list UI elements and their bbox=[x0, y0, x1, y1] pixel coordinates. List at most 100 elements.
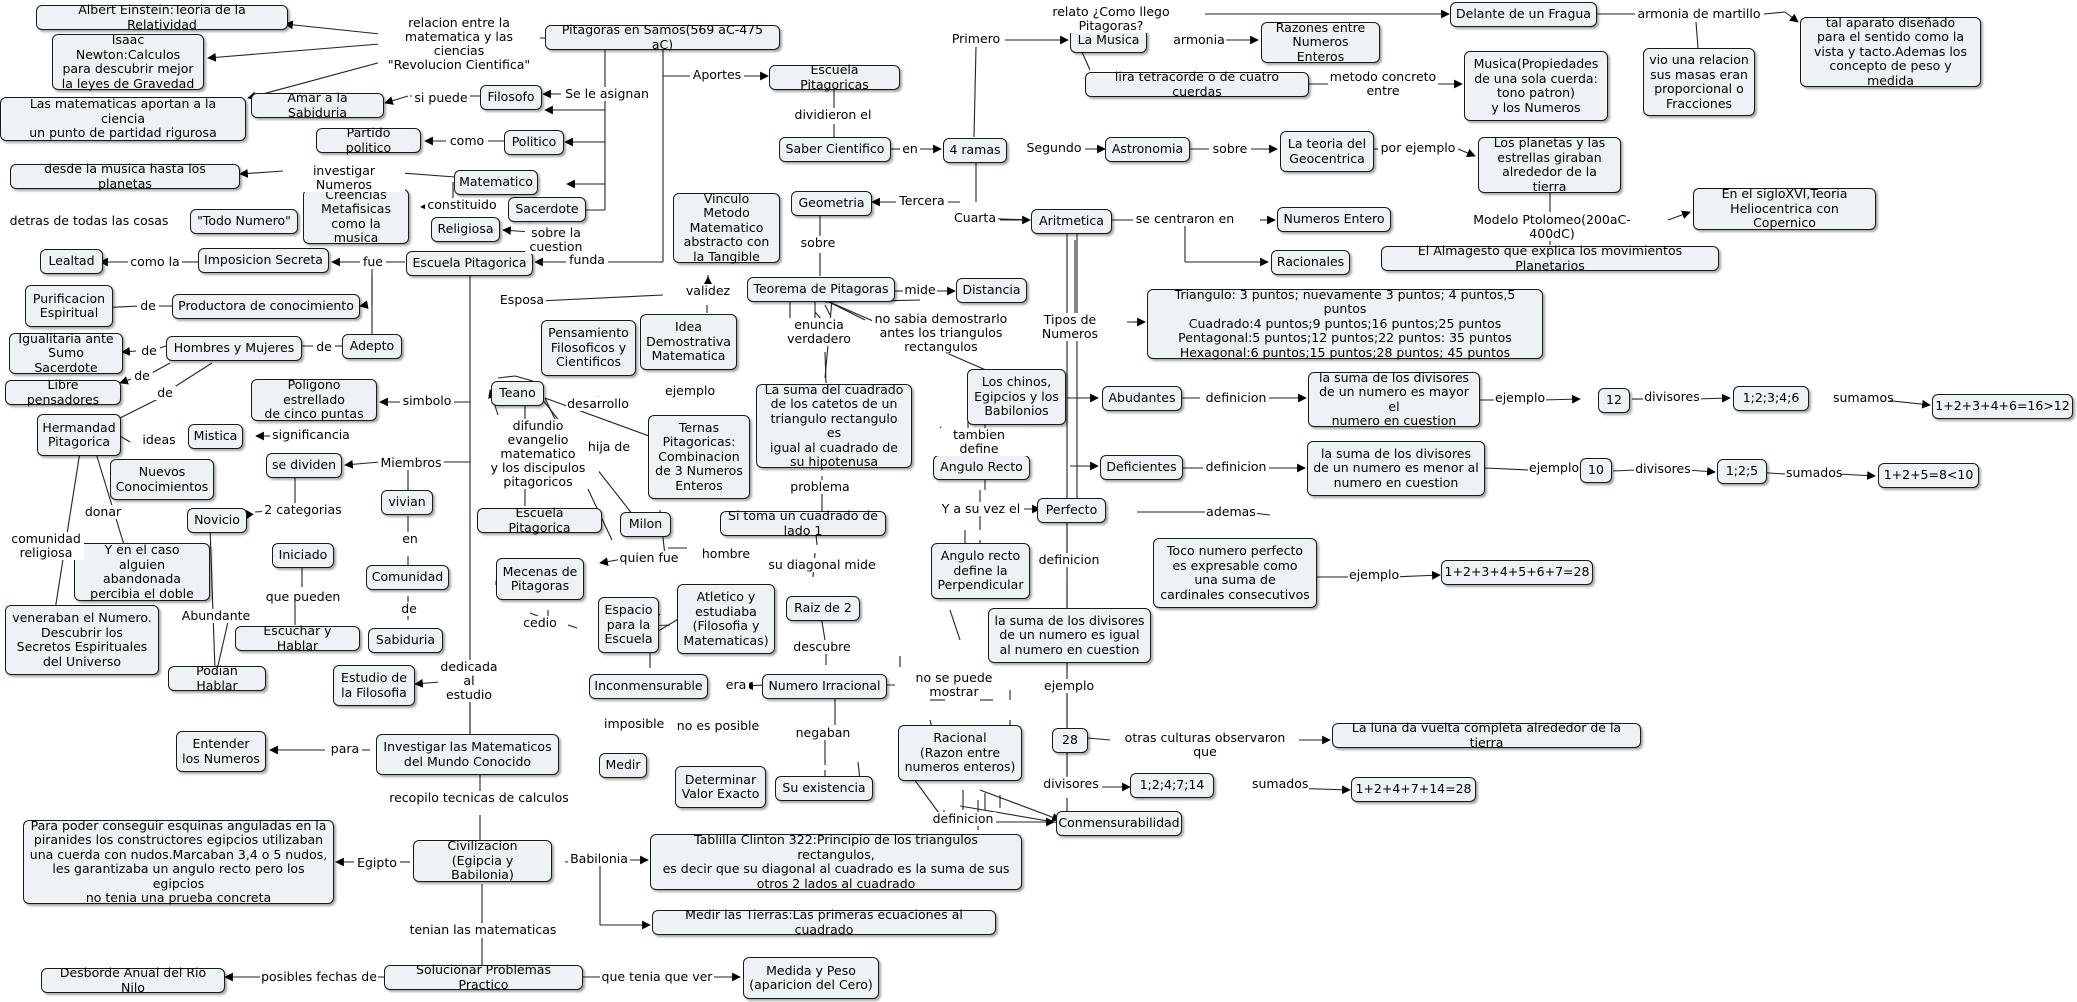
concept-numeros-entero[interactable]: Numeros Entero bbox=[1277, 207, 1391, 232]
concept-ternas[interactable]: Ternas Pitagoricas: Combinacion de 3 Num… bbox=[648, 415, 750, 499]
concept-racional[interactable]: Racional (Razon entre numeros enteros) bbox=[898, 725, 1022, 781]
concept-escuela-pitagorica-2[interactable]: Escuela Pitagorica bbox=[477, 505, 602, 534]
concept-abandonada[interactable]: Y en el caso alguien abandonada percibia… bbox=[74, 542, 210, 601]
concept-newton[interactable]: Isaac Newton:Calculos para descubrir mej… bbox=[52, 32, 204, 90]
concept-su-existencia[interactable]: Su existencia bbox=[775, 776, 873, 801]
concept-desborde[interactable]: Desborde Anual del Rio Nilo bbox=[41, 965, 225, 994]
concept-teorema[interactable]: Teorema de Pitagoras bbox=[747, 277, 895, 302]
concept-pitagoras[interactable]: Pitagoras en Samos(569 aC-475 aC) bbox=[545, 22, 780, 51]
concept-div-doce[interactable]: 1;2;3;4;6 bbox=[1733, 386, 1809, 411]
concept-aparato[interactable]: tal aparato diseñado para el sentido com… bbox=[1800, 15, 1981, 88]
concept-distancia[interactable]: Distancia bbox=[956, 278, 1027, 303]
concept-civilizacion[interactable]: Civilizacion (Egipcia y Babilonia) bbox=[413, 839, 552, 882]
concept-estudio-filosofia[interactable]: Estudio de la Filosofia bbox=[333, 665, 415, 706]
concept-vivian[interactable]: vivian bbox=[381, 490, 433, 515]
concept-aritmetica[interactable]: Aritmetica bbox=[1031, 209, 1112, 234]
concept-hermandad[interactable]: Hermandad Pitagorica bbox=[37, 414, 121, 456]
concept-tipos-numeros-box[interactable]: Triangulo: 3 puntos; nuevamente 3 puntos… bbox=[1147, 287, 1543, 360]
concept-atletico[interactable]: Atletico y estudiaba (Filosofia y Matema… bbox=[677, 584, 775, 654]
concept-partido-politico[interactable]: Partido politico bbox=[316, 125, 421, 154]
concept-racionales[interactable]: Racionales bbox=[1271, 250, 1350, 275]
concept-mecenas[interactable]: Mecenas de Pitagoras bbox=[496, 558, 584, 600]
concept-comunidad[interactable]: Comunidad bbox=[366, 565, 449, 590]
concept-productora[interactable]: Productora de conocimiento bbox=[172, 294, 360, 319]
concept-einstein[interactable]: Albert Einstein:Teoria de la Relatividad bbox=[36, 2, 288, 31]
concept-novicio[interactable]: Novicio bbox=[187, 508, 247, 533]
concept-politico[interactable]: Politico bbox=[504, 130, 564, 155]
concept-diez[interactable]: 10 bbox=[1580, 458, 1612, 483]
concept-conmensurabilidad[interactable]: Conmensurabilidad bbox=[1056, 811, 1182, 836]
concept-podian-hablar[interactable]: Podian Hablar bbox=[168, 663, 266, 692]
concept-perfecto[interactable]: Perfecto bbox=[1037, 498, 1106, 523]
concept-luna[interactable]: La luna da vuelta completa alrededor de … bbox=[1332, 720, 1641, 749]
concept-escuela-pitagorica[interactable]: Escuela Pitagorica bbox=[406, 251, 533, 276]
concept-musica-propiedades[interactable]: Musica(Propiedades de una sola cuerda: t… bbox=[1464, 51, 1608, 121]
concept-hombres-mujeres[interactable]: Hombres y Mujeres bbox=[166, 336, 302, 361]
concept-si-toma[interactable]: Si toma un cuadrado de lado 1 bbox=[720, 508, 886, 537]
concept-iniciado[interactable]: Iniciado bbox=[272, 543, 334, 568]
concept-libre-pensadores[interactable]: Libre pensadores bbox=[5, 377, 121, 406]
concept-adepto[interactable]: Adepto bbox=[342, 334, 402, 359]
concept-suma-doce[interactable]: 1+2+3+4+6=16>12 bbox=[1932, 394, 2073, 419]
concept-se-dividen[interactable]: se dividen bbox=[266, 453, 342, 478]
concept-veneraban[interactable]: veneraban el Numero. Descubrir los Secre… bbox=[5, 605, 159, 675]
concept-def-perfecto[interactable]: la suma de los divisores de un numero es… bbox=[988, 608, 1151, 663]
concept-suma-cuadrado[interactable]: La suma del cuadrado de los catetos de u… bbox=[756, 382, 912, 469]
concept-teano[interactable]: Teano bbox=[491, 381, 544, 406]
concept-suma-veintiocho[interactable]: 1+2+4+7+14=28 bbox=[1351, 777, 1476, 802]
concept-nuevos-conocimientos[interactable]: Nuevos Conocimientos bbox=[110, 459, 214, 500]
concept-lira[interactable]: lira tetracorde o de cuatro cuerdas bbox=[1085, 69, 1309, 98]
concept-idea-demostrativa[interactable]: Idea Demostrativa Matematica bbox=[640, 314, 737, 370]
concept-determinar[interactable]: Determinar Valor Exacto bbox=[675, 766, 766, 808]
concept-filosofo[interactable]: Filosofo bbox=[480, 85, 542, 110]
concept-def-abudantes[interactable]: la suma de los divisores de un numero es… bbox=[1308, 370, 1480, 428]
concept-fragua[interactable]: Delante de un Fragua bbox=[1450, 2, 1597, 27]
concept-espacio-escuela[interactable]: Espacio para la Escuela bbox=[598, 597, 659, 653]
concept-creencias[interactable]: Creencias Metafisicas como la musica bbox=[303, 187, 409, 245]
concept-igualitaria[interactable]: Igualitaria ante Sumo Sacerdote bbox=[9, 331, 123, 375]
concept-planetas-estrellas[interactable]: Los planetas y las estrellas giraban alr… bbox=[1478, 135, 1621, 193]
concept-deficientes[interactable]: Deficientes bbox=[1100, 455, 1183, 480]
concept-heliocentrica[interactable]: En el sigloXVI,Teoria Heliocentrica con … bbox=[1693, 187, 1876, 230]
concept-religiosa[interactable]: Religiosa bbox=[431, 217, 500, 242]
concept-egipto-nudos[interactable]: Para poder conseguir esquinas anguladas … bbox=[23, 818, 334, 905]
concept-inconmensurable[interactable]: Inconmensurable bbox=[589, 674, 708, 699]
concept-geocentrica[interactable]: La teoria del Geocentrica bbox=[1280, 131, 1374, 172]
concept-tablilla[interactable]: Tablilla Clinton 322:Principio de los tr… bbox=[650, 832, 1022, 890]
concept-solucionar[interactable]: Solucionar Problemas Practico bbox=[384, 962, 583, 991]
concept-veintiocho[interactable]: 28 bbox=[1052, 728, 1088, 753]
concept-toco-perfecto[interactable]: Toco numero perfecto es expresable como … bbox=[1153, 538, 1317, 608]
concept-imposicion[interactable]: Imposicion Secreta bbox=[198, 248, 329, 273]
concept-numero-irracional[interactable]: Numero Irracional bbox=[762, 674, 887, 699]
concept-4-ramas[interactable]: 4 ramas bbox=[943, 138, 1007, 163]
concept-razones-enteros[interactable]: Razones entre Numeros Enteros bbox=[1261, 20, 1380, 64]
concept-angulo-recto[interactable]: Angulo Recto bbox=[933, 455, 1030, 480]
concept-almagesto[interactable]: El Almagesto que explica los movimientos… bbox=[1381, 243, 1719, 272]
concept-medida-peso[interactable]: Medida y Peso (aparicion del Cero) bbox=[743, 957, 879, 999]
concept-abudantes[interactable]: Abudantes bbox=[1102, 386, 1182, 411]
concept-todo-numero[interactable]: "Todo Numero" bbox=[190, 209, 298, 234]
concept-suma-siete[interactable]: 1+2+3+4+5+6+7=28 bbox=[1441, 560, 1593, 585]
concept-chinos[interactable]: Los chinos, Egipcios y los Babilonios bbox=[967, 369, 1066, 425]
concept-div-diez[interactable]: 1;2;5 bbox=[1717, 459, 1767, 484]
concept-suma-diez[interactable]: 1+2+5=8<10 bbox=[1878, 463, 1979, 488]
concept-investigar[interactable]: Investigar las Matematicos del Mundo Con… bbox=[376, 734, 559, 775]
concept-saber-cientifico[interactable]: Saber Cientifico bbox=[779, 137, 891, 162]
concept-medir[interactable]: Medir bbox=[599, 753, 647, 778]
concept-amar-sabiduria[interactable]: Amar a la Sabiduria bbox=[251, 90, 384, 119]
concept-medir-tierras[interactable]: Medir las Tierras:Las primeras ecuacione… bbox=[652, 907, 996, 936]
concept-astronomia[interactable]: Astronomia bbox=[1105, 137, 1190, 162]
concept-pensamiento[interactable]: Pensamiento Filosoficos y Cientificos bbox=[541, 320, 636, 376]
concept-matematico[interactable]: Matematico bbox=[454, 170, 538, 195]
concept-angulo-perpendicular[interactable]: Angulo recto define la Perpendicular bbox=[931, 543, 1030, 599]
concept-raiz2[interactable]: Raiz de 2 bbox=[786, 596, 860, 621]
concept-sacerdote[interactable]: Sacerdote bbox=[508, 197, 586, 222]
concept-vinculo[interactable]: Vinculo Metodo Matematico abstracto con … bbox=[673, 191, 780, 264]
concept-doce[interactable]: 12 bbox=[1598, 388, 1630, 413]
concept-escuela-pitagoricas[interactable]: Escuela Pitagoricas bbox=[769, 62, 900, 91]
concept-relacion-martillo[interactable]: vio una relacion sus masas eran proporci… bbox=[1643, 48, 1755, 116]
concept-musica-planetas[interactable]: desde la musica hasta los planetas bbox=[10, 161, 240, 190]
concept-escuchar-hablar[interactable]: Escuchar y Hablar bbox=[235, 623, 360, 652]
concept-milon[interactable]: Milon bbox=[620, 512, 671, 537]
concept-mistica[interactable]: Mistica bbox=[188, 424, 243, 449]
